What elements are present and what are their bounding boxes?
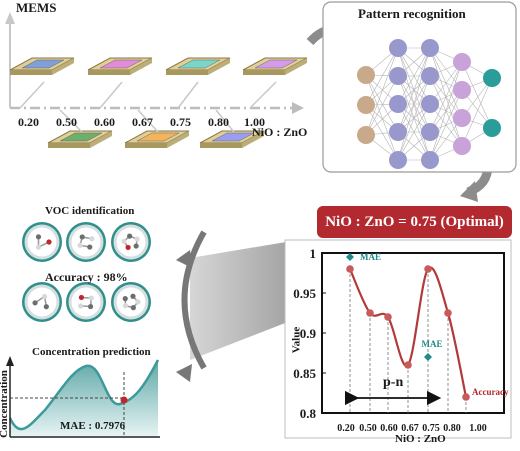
neuron [421,39,439,57]
chart-ylabel: Value [290,326,303,354]
voc-molecule-grid [22,222,151,322]
optimal-banner: NiO : ZnO = 0.75 (Optimal) [317,206,512,238]
neuron [357,66,375,84]
accuracy-point [366,309,374,317]
x-tick-label: 0.50 [359,423,377,434]
mems-chips: 0.20 0.50 0.60 0.67 0.75 0.80 1.00 [9,57,308,148]
neuron [453,109,471,127]
neuron [389,39,407,57]
mae-marker [346,253,354,261]
y-tick-label: 1 [310,246,317,261]
accuracy-point [462,393,470,401]
neuron [483,119,501,137]
mems-ratio-label: 0.20 [18,115,39,129]
accuracy-label: Accuracy [472,387,509,397]
ratio-axis-label: NiO : ZnO [252,125,308,139]
mems-ratio-label: 1.00 [244,115,265,129]
mems-chip [124,130,190,148]
neuron [421,67,439,85]
neuron [389,67,407,85]
neuron [357,126,375,144]
voc-molecule-circle [22,282,62,322]
x-tick-label: 1.00 [469,423,487,434]
arrow-down-left-icon [176,364,192,382]
voc-molecule-circle [66,282,106,322]
x-tick-label: 0.80 [443,423,461,434]
neuron [389,123,407,141]
concentration-plot [6,356,160,438]
accuracy-point [424,265,432,273]
x-tick-label: 0.60 [380,423,398,434]
voc-molecule-circle [111,282,151,322]
x-tick-label: 0.67 [401,423,419,434]
accuracy-point [444,309,452,317]
voc-molecule-circle [111,222,151,262]
voc-molecule-circle [22,222,62,262]
mems-axes [5,12,304,114]
neuron [453,81,471,99]
mae-label: MAE [422,339,443,349]
neuron [357,96,375,114]
prediction-point [120,396,128,404]
chart-xlabel: NiO : ZnO [395,433,446,445]
concentration-title: Concentration prediction [32,346,151,358]
pn-label: p-n [383,375,404,390]
mems-chip [242,57,308,75]
neuron [421,123,439,141]
accuracy-point [346,265,354,273]
neural-network-diagram [357,39,501,169]
mems-ratio-label: 0.67 [132,115,153,129]
voc-molecule-circle [66,222,106,262]
neuron [483,69,501,87]
y-tick-label: 0.9 [300,326,317,341]
y-tick-label: 0.85 [293,366,316,381]
neuron [421,151,439,169]
plot-frame [321,252,505,414]
neuron [453,53,471,71]
mems-ratio-label: 0.60 [94,115,115,129]
y-tick-label: 0.95 [293,286,316,301]
mems-chip [9,57,75,75]
x-tick-label: 0.20 [337,423,355,434]
y-tick-label: 0.8 [300,406,317,421]
mae-text: MAE : 0.7976 [60,420,126,432]
mems-chip [87,57,153,75]
voc-accuracy: Accuracy : 98% [45,270,128,284]
accuracy-point [384,313,392,321]
mems-ratio-label: 0.75 [170,115,191,129]
highlight-fan [190,240,298,360]
mems-label: MEMS [16,0,57,15]
concentration-ylabel: Concentration [0,370,10,438]
mems-chip [199,130,265,148]
neuron [389,95,407,113]
mems-chip [165,57,231,75]
mae-label: MAE [360,252,381,262]
accuracy-point [404,361,412,369]
neuron [389,151,407,169]
neuron [421,95,439,113]
voc-title: VOC identification [45,205,135,217]
neuron [453,137,471,155]
mems-chip [47,130,113,148]
arrow-up-left-icon [176,250,192,268]
mems-ratio-label: 0.80 [208,115,229,129]
mae-marker [424,353,432,361]
pattern-title: Pattern recognition [358,6,466,21]
mems-ratio-label: 0.50 [56,115,77,129]
pattern-recognition-box [322,1,517,173]
x-tick-label: 0.75 [422,423,440,434]
